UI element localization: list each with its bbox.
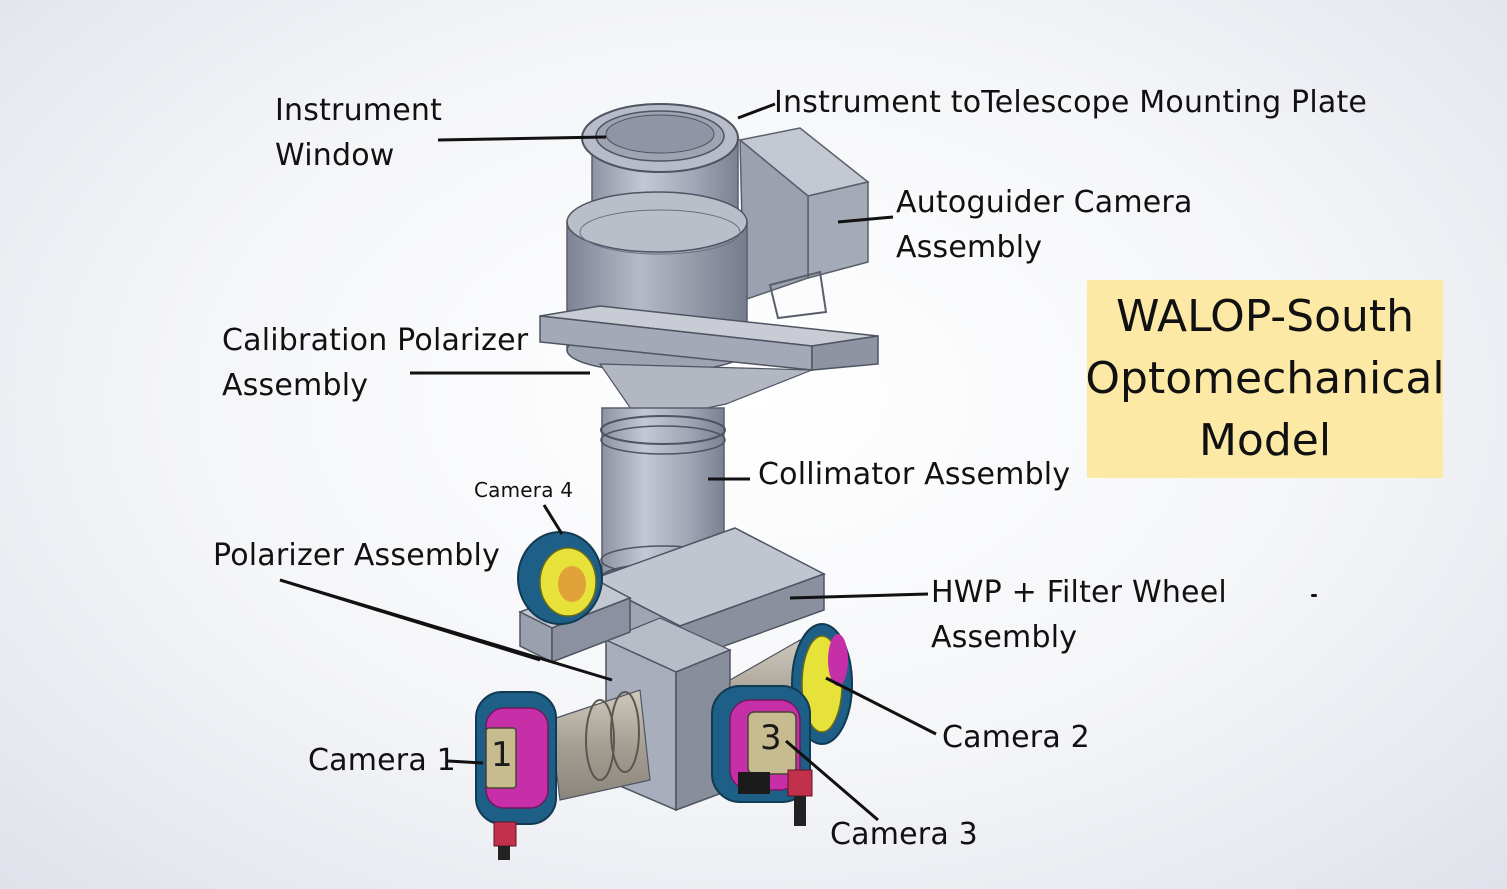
label-camera-4: Camera 4 — [474, 478, 574, 502]
camera-3-render — [711, 685, 813, 826]
label-mounting-plate: Instrument toTelescope Mounting Plate — [774, 85, 1368, 120]
label-hwp-filter-wheel: HWP + Filter Wheel Assembly — [931, 570, 1227, 660]
label-instrument-window-line2: Window — [275, 138, 395, 173]
label-collimator: Collimator Assembly — [758, 457, 1071, 492]
leader-lines — [279, 102, 937, 822]
title-box: WALOP-South Optomechanical Model — [1085, 280, 1445, 478]
label-hwp-filter-wheel-line1: HWP + Filter Wheel — [931, 575, 1227, 610]
camera-1-badge: 1 — [491, 735, 513, 775]
label-camera-2: Camera 2 — [942, 720, 1090, 755]
stray-dot — [1311, 594, 1317, 597]
label-autoguider: Autoguider Camera Assembly — [896, 180, 1193, 270]
label-camera-1: Camera 1 — [308, 743, 456, 778]
label-calibration-polarizer-line2: Assembly — [222, 368, 369, 403]
label-calibration-polarizer-line1: Calibration Polarizer — [222, 323, 529, 358]
camera-1-render — [475, 689, 651, 860]
label-hwp-filter-wheel-line2: Assembly — [931, 620, 1078, 655]
label-calibration-polarizer: Calibration Polarizer Assembly — [222, 318, 528, 408]
autoguider-camera-box — [738, 127, 870, 320]
title-line-2: Optomechanical — [1085, 353, 1445, 404]
label-autoguider-line1: Autoguider Camera — [896, 185, 1193, 220]
title-line-1: WALOP-South — [1115, 291, 1415, 342]
label-camera-3: Camera 3 — [830, 817, 978, 852]
label-polarizer: Polarizer Assembly — [213, 538, 501, 573]
label-instrument-window: Instrument Window — [275, 88, 442, 178]
camera-3-badge: 3 — [760, 718, 782, 758]
camera-4-render — [517, 531, 603, 625]
label-autoguider-line2: Assembly — [896, 230, 1043, 265]
title-line-3: Model — [1198, 415, 1332, 466]
label-instrument-window-line1: Instrument — [275, 93, 443, 128]
